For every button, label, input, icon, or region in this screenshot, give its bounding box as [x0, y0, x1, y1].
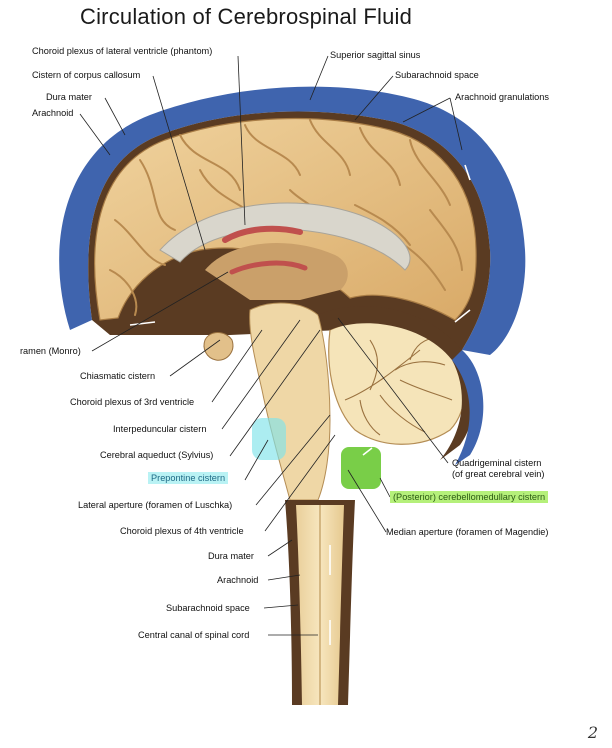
label-central-canal: Central canal of spinal cord: [138, 630, 250, 640]
choroid-plexus-lateral: [222, 225, 303, 243]
label-cerebral-aqueduct: Cerebral aqueduct (Sylvius): [100, 450, 214, 460]
label-lateral-aperture: Lateral aperture (foramen of Luschka): [78, 500, 233, 510]
brainstem: [249, 302, 331, 501]
dura-mater-band: [59, 86, 526, 355]
label-median-aperture: Median aperture (foramen of Magendie): [386, 527, 549, 537]
label-quadrigeminal-cistern-sub: (of great cerebral vein): [452, 469, 545, 479]
label-subarachnoid-space-bottom: Subarachnoid space: [166, 603, 250, 613]
arbor-vitae: [344, 337, 453, 436]
cerebellomedullary-highlight-text: (Posterior) cerebellomedullary cistern: [390, 491, 549, 503]
posterior-fossa-space: [318, 306, 475, 460]
corner-mark: 2: [587, 723, 598, 742]
prepontine-highlight-text: Prepontine cistern: [148, 472, 229, 484]
label-quadrigeminal-cistern: Quadrigeminal cistern: [452, 458, 542, 468]
label-dura-mater-top: Dura mater: [46, 92, 92, 102]
label-superior-sagittal-sinus: Superior sagittal sinus: [330, 50, 421, 60]
label-choroid-plexus-3rd: Choroid plexus of 3rd ventricle: [70, 397, 195, 407]
label-prepontine-cistern: Prepontine cistern: [148, 472, 229, 484]
label-arachnoid-bottom: Arachnoid: [217, 575, 259, 585]
posterior-dura: [452, 350, 484, 465]
page-title: Circulation of Cerebrospinal Fluid: [80, 4, 413, 29]
label-dura-mater-bottom: Dura mater: [208, 551, 254, 561]
prepontine-highlight: [252, 418, 286, 460]
label-foramen-monro: ramen (Monro): [20, 346, 81, 356]
leader-lines: [79, 55, 463, 636]
label-cistern-corpus-callosum: Cistern of corpus callosum: [32, 70, 141, 80]
pituitary: [203, 332, 234, 361]
choroid-plexus-third: [229, 260, 308, 275]
label-arachnoid-granulations: Arachnoid granulations: [455, 92, 549, 102]
flow-arrows: [129, 164, 471, 645]
cerebellomedullary-highlight: [341, 447, 381, 489]
label-chiasmatic-cistern: Chiasmatic cistern: [80, 371, 156, 381]
label-choroid-plexus-lateral: Choroid plexus of lateral ventricle (pha…: [32, 46, 213, 56]
label-cerebellomedullary-cistern: (Posterior) cerebellomedullary cistern: [390, 491, 549, 503]
label-subarachnoid-space-top: Subarachnoid space: [395, 70, 479, 80]
label-interpeduncular-cistern: Interpeduncular cistern: [113, 424, 207, 434]
diencephalon: [205, 243, 348, 300]
label-arachnoid-top: Arachnoid: [32, 108, 74, 118]
label-choroid-plexus-4th: Choroid plexus of 4th ventricle: [120, 526, 244, 536]
